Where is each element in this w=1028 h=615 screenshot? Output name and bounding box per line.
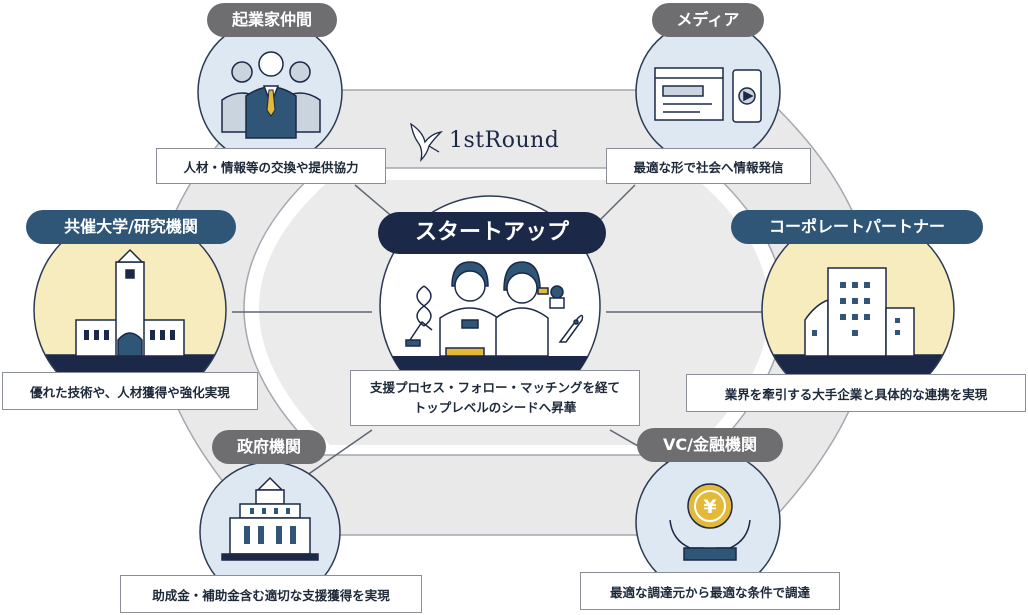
government-node [199, 461, 341, 603]
startup-caption-line-2: トップレベルのシードへ昇華 [413, 400, 577, 415]
corporate-caption: 業界を牽引する大手企業と具体的な連携を実現 [686, 374, 1026, 412]
entrepreneurs-label: 起業家仲間 [207, 3, 337, 37]
startup-team-icon [405, 261, 584, 357]
government-label: 政府機関 [212, 430, 326, 464]
brand-logo: 1stRound [405, 118, 559, 162]
government-caption: 助成金・補助金含む適切な支援獲得を実現 [120, 575, 422, 613]
startup-caption-line-1: 支援プロセス・フォロー・マッチングを経て [369, 380, 620, 395]
vc-label: VC/金融機関 [637, 428, 783, 462]
corporate-label: コーポレートパートナー [731, 210, 983, 244]
government-building-icon [221, 476, 319, 561]
universities-caption: 優れた技術や、人材獲得や強化実現 [2, 372, 258, 410]
entrepreneurs-node [197, 19, 343, 165]
universities-label: 共催大学/研究機関 [26, 210, 236, 244]
media-label: メディア [652, 3, 764, 37]
vc-caption: 最適な調達元から最適な条件で調達 [580, 572, 840, 610]
media-caption: 最適な形で社会へ情報発信 [606, 148, 811, 184]
vc-node: ¥ [635, 449, 781, 595]
browser-and-phone-icon [654, 67, 762, 123]
startup-caption: 支援プロセス・フォロー・マッチングを経て トップレベルのシードへ昇華 [350, 370, 640, 426]
hummingbird-icon [410, 122, 443, 162]
startup-label: スタートアップ [378, 212, 606, 254]
svg-text:¥: ¥ [703, 496, 716, 518]
yen-coin-hands-icon: ¥ [669, 483, 751, 561]
entrepreneurs-caption: 人材・情報等の交換や提供協力 [156, 148, 386, 184]
media-node [635, 19, 781, 165]
brand-logo-text: 1stRound [449, 127, 560, 153]
business-people-icon [221, 51, 321, 139]
